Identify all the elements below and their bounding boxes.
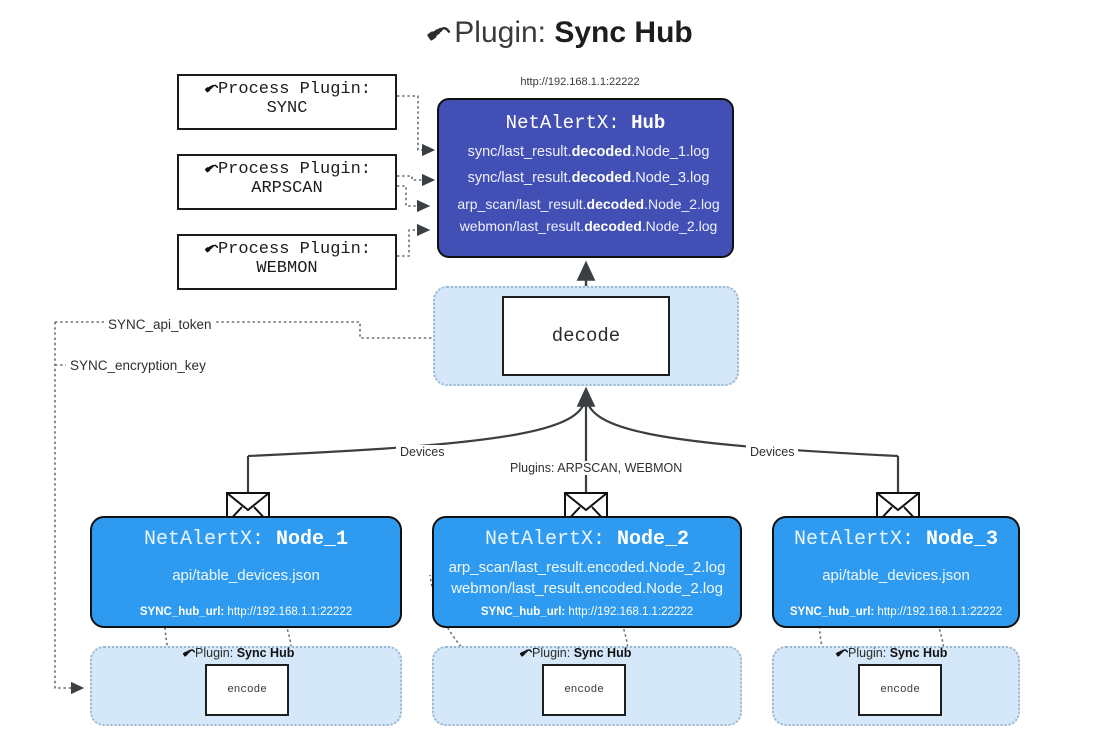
plug-icon: [424, 19, 451, 53]
plug-icon: [204, 164, 219, 173]
hub-title-name: Hub: [631, 112, 666, 134]
edge-label-devices-right: Devices: [746, 445, 799, 459]
encode-plugin-prefix: Plugin:: [532, 646, 574, 660]
log-pre: sync/last_result.: [467, 144, 572, 160]
node-line: webmon/last_result.encoded.Node_2.log: [451, 580, 723, 597]
node-hub-url: SYNC_hub_url: http://192.168.1.1:22222: [434, 606, 740, 618]
process-plugin-name: ARPSCAN: [251, 179, 323, 198]
log-pre: sync/last_result.: [467, 170, 572, 186]
node-hub-url: SYNC_hub_url: http://192.168.1.1:22222: [774, 606, 1018, 618]
node-title: NetAlertX: Node_3: [774, 528, 1018, 551]
title-name: Sync Hub: [554, 16, 693, 49]
node-title-prefix: NetAlertX:: [143, 528, 276, 551]
node-hub-url-value: http://192.168.1.1:22222: [568, 606, 694, 618]
node-line: api/table_devices.json: [172, 567, 320, 584]
log-post: .Node_2.log: [644, 196, 720, 212]
process-plugin-box-sync[interactable]: Process Plugin: SYNC: [177, 74, 397, 130]
plug-icon: [204, 84, 219, 93]
node-box-node-2[interactable]: NetAlertX: Node_2 arp_scan/last_result.e…: [432, 516, 742, 628]
encode-plugin-name: Sync Hub: [889, 646, 948, 660]
edge-label-devices-left: Devices: [396, 445, 449, 459]
node-hub-url-key: SYNC_hub_url:: [480, 606, 569, 618]
node-box-node-3[interactable]: NetAlertX: Node_3 api/table_devices.json…: [772, 516, 1020, 628]
edge-label-plugins: Plugins: ARPSCAN, WEBMON: [506, 461, 687, 475]
process-plugin-line1: Process Plugin:: [179, 80, 395, 99]
node-hub-url: SYNC_hub_url: http://192.168.1.1:22222: [92, 606, 400, 618]
encode-plugin-prefix: Plugin:: [195, 646, 237, 660]
sync-encryption-key-label: SYNC_encryption_key: [66, 358, 210, 373]
process-plugin-label: Process Plugin:: [217, 80, 372, 99]
encode-plugin-label: Plugin: Sync Hub: [181, 645, 294, 660]
plug-icon: [204, 244, 219, 253]
node-title-name: Node_2: [617, 528, 690, 551]
node-box-node-1[interactable]: NetAlertX: Node_1 api/table_devices.json…: [90, 516, 402, 628]
encode-plugin-label: Plugin: Sync Hub: [834, 645, 947, 660]
node-hub-url-key: SYNC_hub_url:: [139, 606, 228, 618]
encode-plugin-label: Plugin: Sync Hub: [518, 645, 631, 660]
title-prefix: Plugin:: [454, 16, 555, 49]
decode-box[interactable]: decode: [502, 296, 670, 376]
log-pre: webmon/last_result.: [459, 218, 585, 234]
process-plugin-label: Process Plugin:: [217, 240, 372, 259]
sync-api-token-label: SYNC_api_token: [104, 317, 216, 332]
hub-log-line: sync/last_result.decoded.Node_3.log: [447, 170, 730, 186]
node-line: arp_scan/last_result.encoded.Node_2.log: [448, 559, 726, 576]
encode-box-node-1[interactable]: encode: [205, 664, 289, 716]
process-plugin-name: WEBMON: [256, 259, 318, 278]
hub-log-line: webmon/last_result.decoded.Node_2.log: [447, 218, 730, 234]
plug-icon: [835, 649, 849, 657]
node-hub-url-value: http://192.168.1.1:22222: [227, 606, 353, 618]
log-post: .Node_3.log: [631, 170, 710, 186]
hub-url: http://192.168.1.1:22222: [520, 76, 640, 88]
hub-log-line: sync/last_result.decoded.Node_1.log: [447, 144, 730, 160]
process-plugin-line1: Process Plugin:: [179, 240, 395, 259]
hub-log-line: arp_scan/last_result.decoded.Node_2.log: [447, 196, 730, 212]
log-mid: decoded: [571, 170, 632, 186]
log-mid: decoded: [586, 196, 645, 212]
node-title-name: Node_1: [276, 528, 349, 551]
log-post: .Node_1.log: [631, 144, 710, 160]
hub-title: NetAlertX: Hub: [439, 112, 732, 134]
node-line: api/table_devices.json: [822, 567, 970, 584]
process-plugin-box-webmon[interactable]: Process Plugin: WEBMON: [177, 234, 397, 290]
page-title: Plugin: Sync Hub: [0, 16, 1117, 53]
process-plugin-label: Process Plugin:: [217, 160, 372, 179]
hub-title-prefix: NetAlertX:: [505, 112, 632, 134]
plug-icon: [519, 649, 533, 657]
encode-plugin-name: Sync Hub: [236, 646, 295, 660]
encode-box-node-2[interactable]: encode: [542, 664, 626, 716]
node-title: NetAlertX: Node_2: [434, 528, 740, 551]
hub-box[interactable]: NetAlertX: Hub sync/last_result.decoded.…: [437, 98, 734, 258]
node-hub-url-key: SYNC_hub_url:: [789, 606, 878, 618]
log-mid: decoded: [571, 144, 632, 160]
plug-icon: [182, 649, 196, 657]
encode-plugin-name: Sync Hub: [573, 646, 632, 660]
process-plugin-line1: Process Plugin:: [179, 160, 395, 179]
encode-plugin-prefix: Plugin:: [848, 646, 890, 660]
node-hub-url-value: http://192.168.1.1:22222: [877, 606, 1003, 618]
log-pre: arp_scan/last_result.: [457, 196, 587, 212]
process-plugin-box-arpscan[interactable]: Process Plugin: ARPSCAN: [177, 154, 397, 210]
process-plugin-name: SYNC: [266, 99, 308, 118]
encode-box-node-3[interactable]: encode: [858, 664, 942, 716]
log-post: .Node_2.log: [641, 218, 718, 234]
node-title-prefix: NetAlertX:: [484, 528, 617, 551]
node-title-name: Node_3: [926, 528, 999, 551]
node-title: NetAlertX: Node_1: [92, 528, 400, 551]
node-title-prefix: NetAlertX:: [793, 528, 926, 551]
log-mid: decoded: [584, 218, 642, 234]
